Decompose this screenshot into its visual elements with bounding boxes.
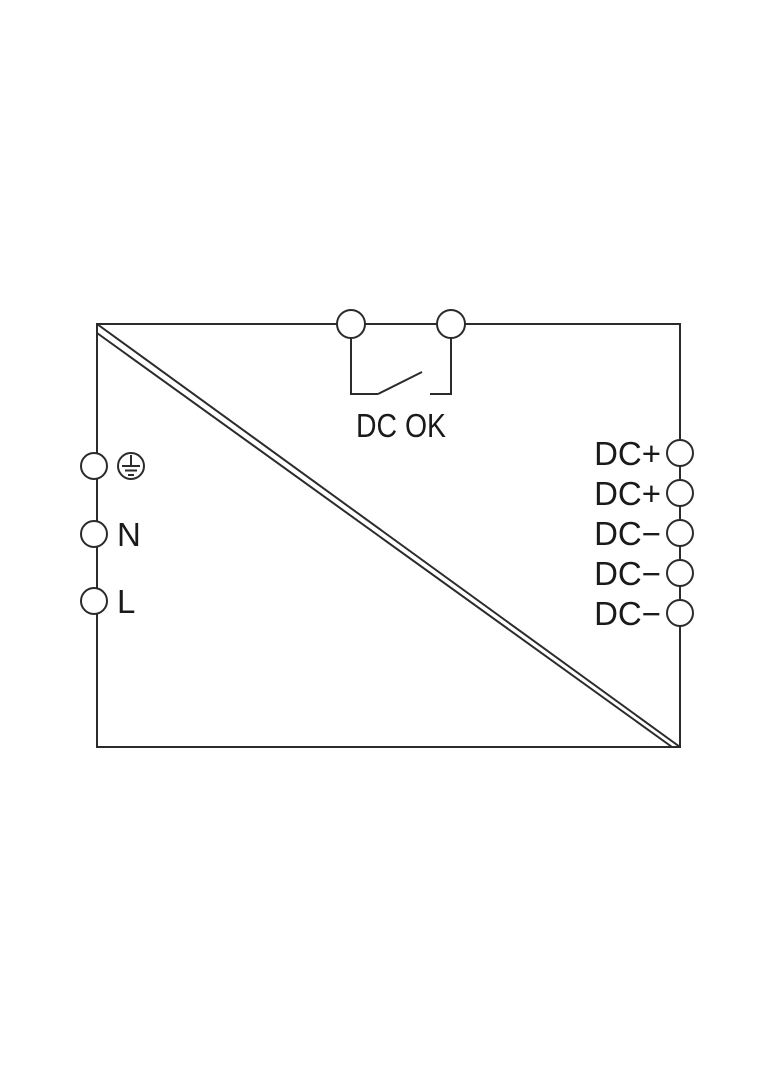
terminal-dc-plus-2-label: DC+ [594, 475, 661, 512]
terminal-dc-minus-1[interactable] [666, 519, 694, 547]
terminal-line-label: L [117, 583, 135, 620]
terminal-neutral-label: N [117, 516, 141, 553]
diagonal-line-lower [96, 332, 673, 748]
converter-diagonal [96, 323, 681, 748]
protective-earth-icon [117, 452, 145, 480]
relay-terminal-1[interactable] [336, 309, 366, 339]
terminal-dc-plus-1-label: DC+ [594, 435, 661, 472]
terminal-line[interactable] [80, 587, 108, 615]
terminal-dc-minus-2[interactable] [666, 559, 694, 587]
relay-right-lead [430, 337, 452, 395]
relay-terminal-2[interactable] [436, 309, 466, 339]
terminal-dc-minus-2-label: DC− [594, 555, 661, 592]
terminal-earth[interactable] [80, 452, 108, 480]
terminal-dc-minus-1-label: DC− [594, 515, 661, 552]
terminal-dc-plus-2[interactable] [666, 479, 694, 507]
dc-ok-relay: DC OK [336, 309, 466, 444]
relay-left-lead [350, 337, 378, 395]
relay-label: DC OK [356, 407, 446, 444]
diagonal-line-upper [96, 323, 681, 748]
terminal-dc-minus-3-label: DC− [594, 595, 661, 632]
terminal-neutral[interactable] [80, 520, 108, 548]
terminal-dc-plus-1[interactable] [666, 439, 694, 467]
input-terminals: N L [80, 452, 145, 620]
terminal-dc-minus-3[interactable] [666, 599, 694, 627]
output-terminals: DC+ DC+ DC− DC− DC− [594, 435, 694, 632]
relay-switch-blade [377, 371, 423, 395]
